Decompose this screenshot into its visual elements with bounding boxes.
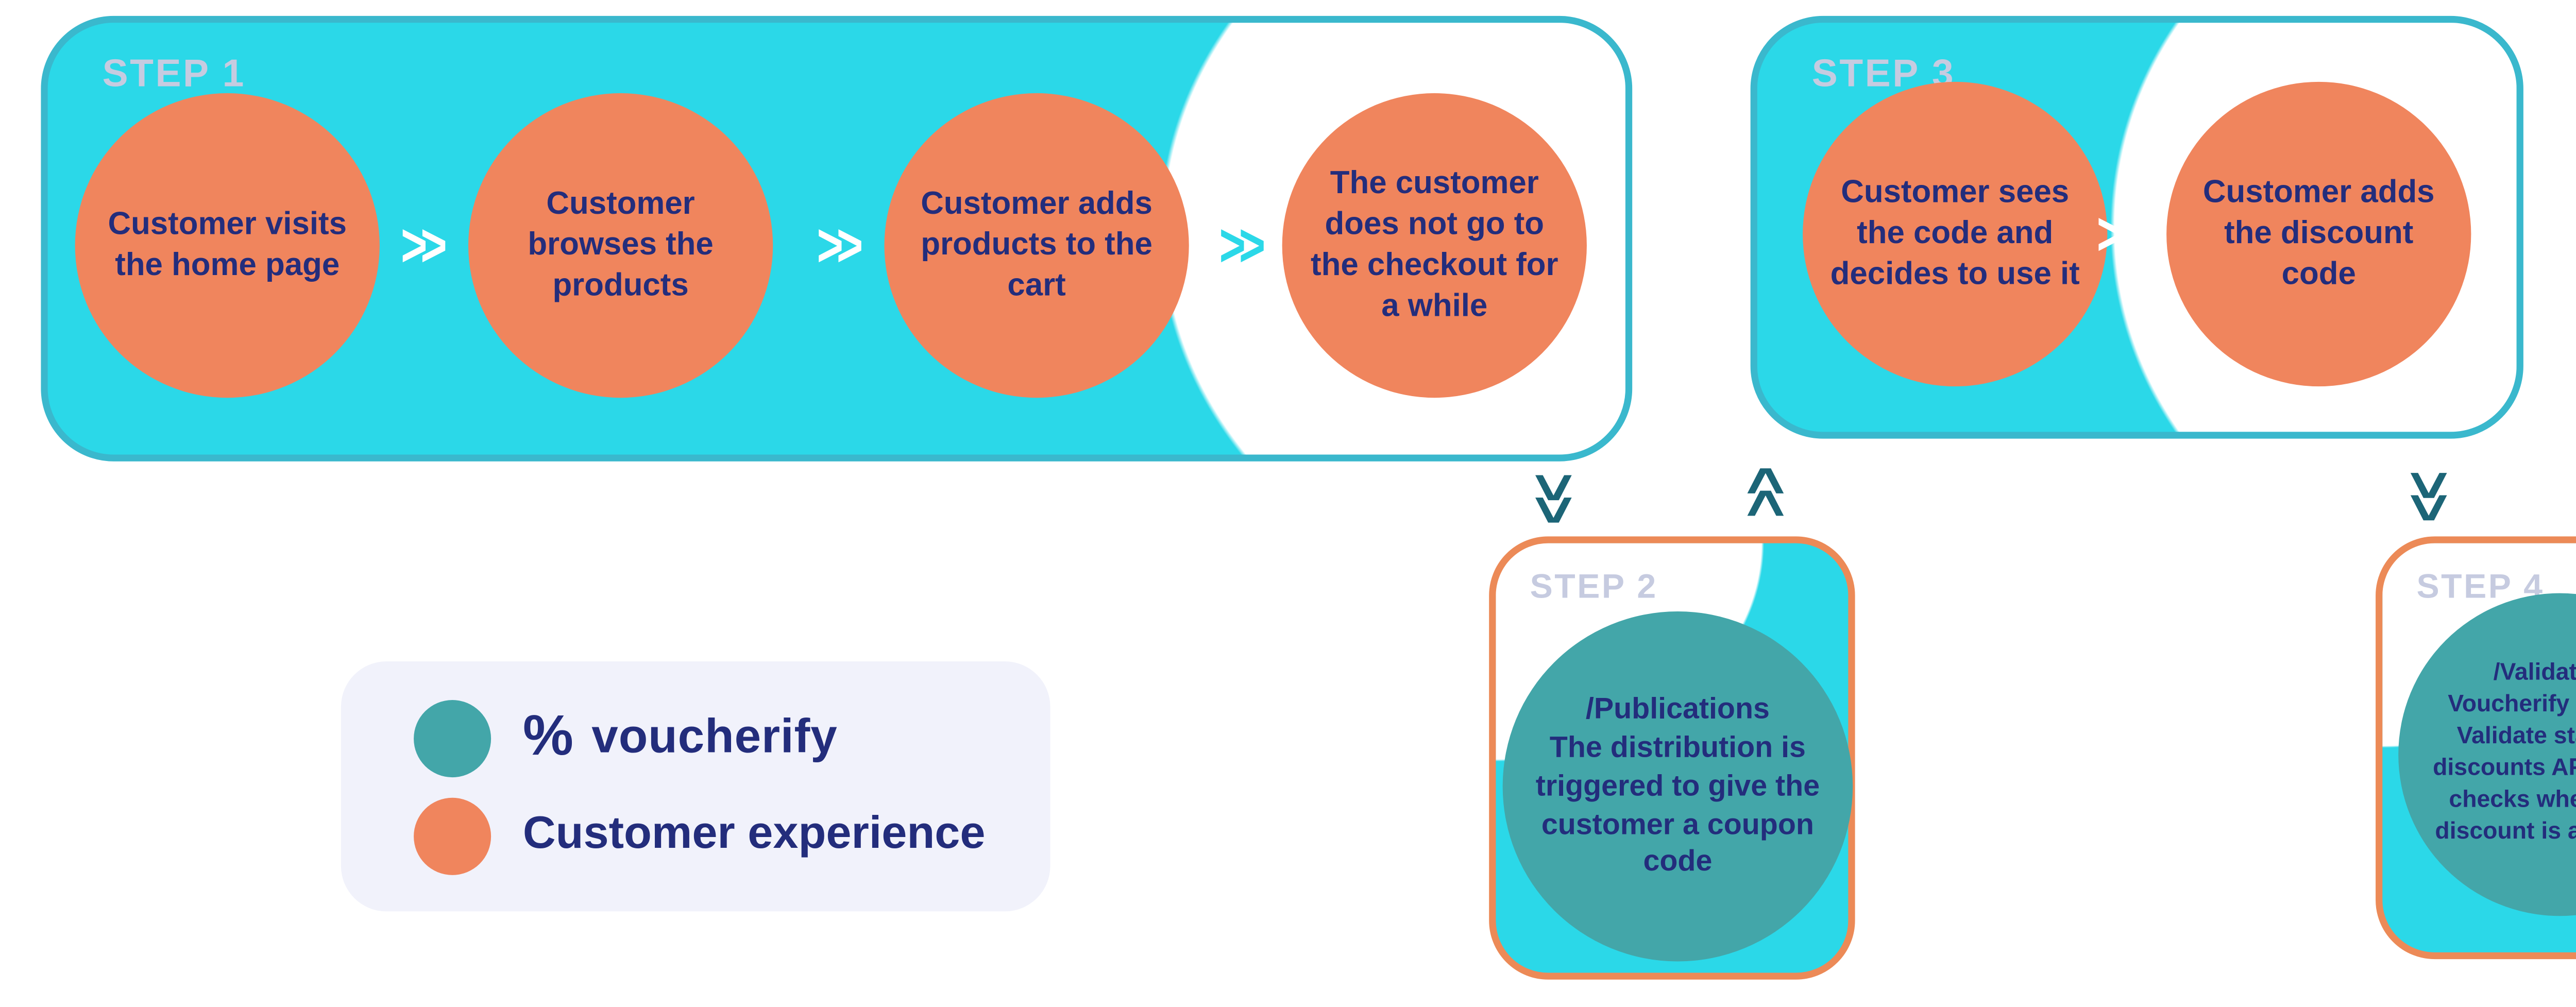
step3-circle-sees-code-text: Customer sees the code and decides to us…: [1830, 173, 2080, 291]
step3-panel: STEP 3 Customer sees the code and decide…: [1750, 15, 2523, 439]
step2-description: The distribution is triggered to give th…: [1535, 729, 1820, 878]
step4-description: Voucherify receives Validate stackable d…: [2433, 691, 2576, 845]
step3-circle-sees-code: Customer sees the code and decides to us…: [1803, 81, 2108, 387]
flow-arrow-down-icon: >>: [2391, 471, 2468, 516]
customer-experience-color-swatch: [414, 796, 492, 874]
legend-panel: % voucherify Customer experience: [341, 661, 1050, 912]
step3-circle-adds-code-text: Customer adds the discount code: [2202, 173, 2435, 291]
step1-label: STEP 1: [102, 52, 246, 96]
voucherify-color-swatch: [414, 698, 492, 776]
step1-panel: STEP 1 Customer visits the home page >> …: [41, 15, 1633, 462]
double-chevron-right-icon: >>: [400, 214, 447, 282]
legend-voucherify-row: % voucherify: [414, 698, 1050, 776]
flow-arrow-down-icon: >>: [1516, 473, 1593, 518]
legend-customer-row: Customer experience: [414, 796, 1050, 874]
voucherify-logo: % voucherify: [523, 705, 838, 771]
step2-label: STEP 2: [1530, 568, 1658, 607]
step4-api-circle: /Validations Voucherify receives Validat…: [2398, 593, 2576, 916]
double-chevron-right-icon: >>: [2096, 202, 2143, 270]
flow-arrow-up-icon: >>: [1726, 473, 1803, 518]
step4-api-endpoint: /Validations: [2493, 660, 2576, 688]
step2-api-circle: /Publications The distribution is trigge…: [1502, 611, 1853, 962]
step2-panel: STEP 2 /Publications The distribution is…: [1489, 536, 1855, 980]
customer-experience-label: Customer experience: [522, 809, 986, 859]
double-chevron-right-icon: >>: [1219, 214, 1265, 282]
double-chevron-right-icon: >>: [817, 214, 863, 282]
step1-circle-add-to-cart: Customer adds products to the cart: [884, 93, 1189, 398]
percent-icon: %: [522, 704, 573, 769]
step1-circle-add-to-cart-text: Customer adds products to the cart: [921, 184, 1153, 302]
step1-circle-visit-home-text: Customer visits the home page: [108, 205, 347, 282]
voucherify-wordmark: voucherify: [591, 710, 838, 763]
step4-panel: STEP 4 /Validations Voucherify receives …: [2376, 536, 2576, 960]
step2-api-endpoint: /Publications: [1585, 690, 1770, 725]
step1-circle-browse-products-text: Customer browses the products: [528, 184, 714, 302]
step1-circle-no-checkout: The customer does not go to the checkout…: [1282, 93, 1587, 398]
step1-circle-no-checkout-text: The customer does not go to the checkout…: [1311, 164, 1558, 322]
step1-circle-visit-home: Customer visits the home page: [75, 93, 380, 398]
step3-circle-adds-code: Customer adds the discount code: [2166, 81, 2471, 387]
step1-circle-browse-products: Customer browses the products: [468, 93, 773, 398]
